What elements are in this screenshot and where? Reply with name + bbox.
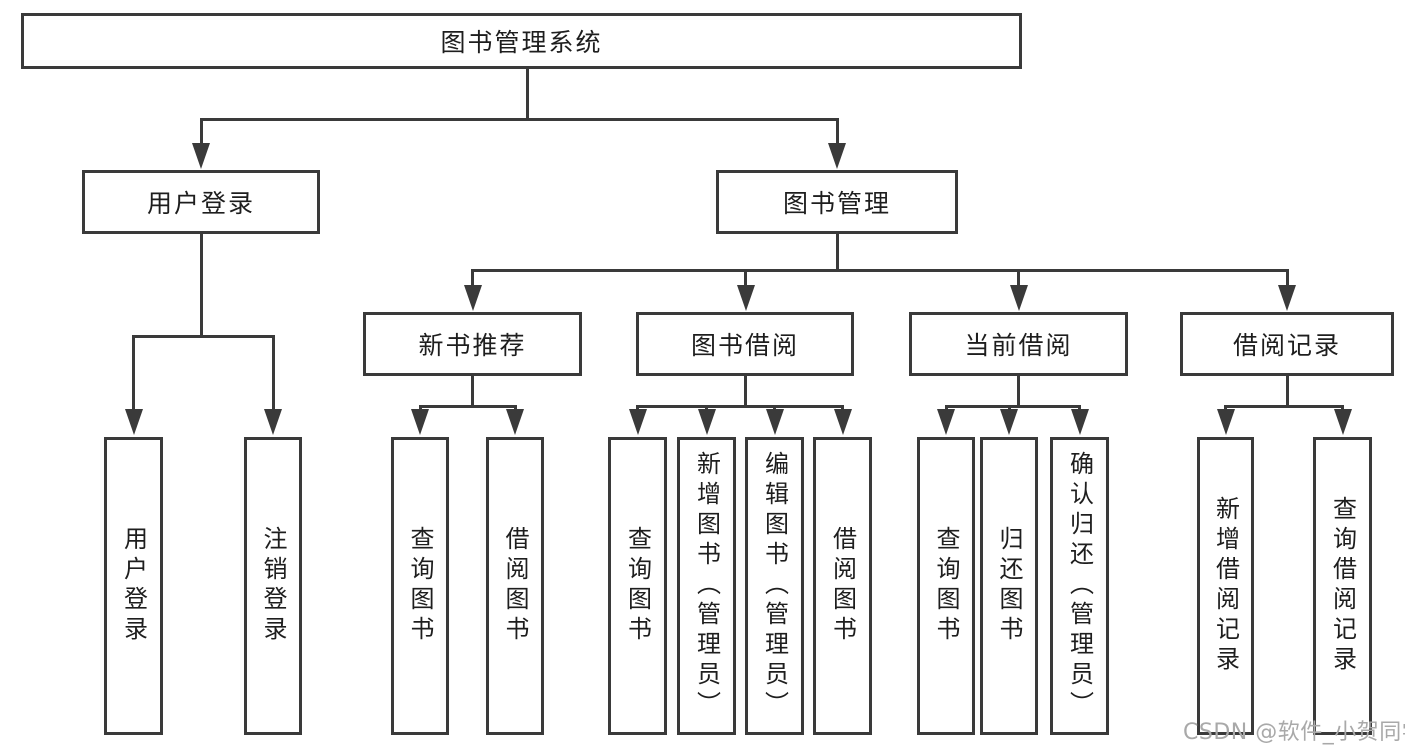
connector [835, 234, 839, 270]
leaf-return-books-label: 归还图书 [995, 526, 1023, 646]
leaf-logout-label: 注销登录 [259, 526, 287, 646]
node-borrow-records: 借阅记录 [1180, 312, 1394, 376]
leaf-query-books-current: 查询图书 [917, 437, 975, 735]
leaf-borrow-books-recommend: 借阅图书 [486, 437, 544, 735]
watermark: CSDN @软件_小贺同学 [1183, 720, 1405, 745]
connector [1017, 270, 1020, 286]
arrowhead-down-icon [697, 409, 716, 435]
leaf-confirm-return-admin: 确认归还（管理员） [1050, 437, 1109, 735]
connector [271, 336, 275, 411]
connector [1224, 404, 1344, 408]
connector [199, 119, 203, 145]
leaf-add-borrow-record: 新增借阅记录 [1197, 437, 1254, 735]
connector [418, 404, 517, 408]
arrowhead-down-icon [264, 409, 282, 435]
leaf-query-books-recommend: 查询图书 [391, 437, 449, 735]
node-user-login-label: 用户登录 [146, 189, 255, 218]
connector [1285, 270, 1289, 286]
connector [744, 376, 747, 406]
arrowhead-down-icon [1000, 409, 1018, 435]
arrowhead-down-icon [1278, 285, 1296, 311]
node-new-book-recommend-label: 新书推荐 [418, 331, 527, 360]
connector [835, 119, 839, 145]
connector [944, 404, 1081, 408]
leaf-add-borrow-record-label: 新增借阅记录 [1211, 496, 1240, 676]
node-book-borrow: 图书借阅 [636, 312, 854, 376]
arrowhead-down-icon [463, 285, 482, 311]
leaf-query-books-borrow-label: 查询图书 [623, 526, 652, 646]
arrowhead-down-icon [765, 409, 784, 435]
arrowhead-down-icon [1009, 285, 1028, 311]
arrowhead-down-icon [736, 285, 755, 311]
connector [1285, 376, 1289, 406]
node-current-borrow-label: 当前借阅 [964, 331, 1073, 360]
arrowhead-down-icon [192, 143, 210, 169]
leaf-edit-books-admin: 编辑图书（管理员） [745, 437, 804, 735]
leaf-user-login: 用户登录 [104, 437, 163, 735]
leaf-add-books-admin: 新增图书（管理员） [677, 437, 736, 735]
arrowhead-down-icon [411, 409, 429, 435]
node-book-management-label: 图书管理 [782, 189, 891, 218]
leaf-query-borrow-record: 查询借阅记录 [1313, 437, 1372, 735]
arrowhead-down-icon [506, 409, 524, 435]
leaf-user-login-label: 用户登录 [119, 526, 148, 646]
node-system-root-label: 图书管理系统 [440, 28, 603, 57]
leaf-edit-books-admin-label: 编辑图书（管理员） [760, 451, 789, 721]
node-new-book-recommend: 新书推荐 [363, 312, 582, 376]
connector [1017, 376, 1020, 406]
leaf-query-borrow-record-label: 查询借阅记录 [1328, 496, 1357, 676]
connector [525, 69, 529, 119]
node-user-login: 用户登录 [82, 170, 320, 234]
arrowhead-down-icon [828, 143, 846, 169]
arrowhead-down-icon [833, 409, 852, 435]
connector [471, 376, 474, 406]
connector [199, 234, 203, 336]
leaf-confirm-return-admin-label: 确认归还（管理员） [1065, 451, 1094, 721]
node-book-management: 图书管理 [716, 170, 958, 234]
leaf-query-books-current-label: 查询图书 [932, 526, 960, 646]
connector [744, 270, 747, 286]
arrowhead-down-icon [1070, 409, 1089, 435]
leaf-borrow-books-recommend-label: 借阅图书 [501, 526, 529, 646]
arrowhead-down-icon [628, 409, 647, 435]
leaf-borrow-books-borrow: 借阅图书 [813, 437, 872, 735]
connector [471, 268, 1289, 272]
node-borrow-records-label: 借阅记录 [1232, 331, 1341, 360]
node-current-borrow: 当前借阅 [909, 312, 1128, 376]
node-system-root: 图书管理系统 [21, 13, 1022, 69]
leaf-borrow-books-borrow-label: 借阅图书 [828, 526, 857, 646]
arrowhead-down-icon [1333, 409, 1352, 435]
leaf-query-books-recommend-label: 查询图书 [406, 526, 434, 646]
arrowhead-down-icon [937, 409, 955, 435]
arrowhead-down-icon [124, 409, 143, 435]
leaf-query-books-borrow: 查询图书 [608, 437, 667, 735]
connector [132, 336, 135, 411]
leaf-return-books: 归还图书 [980, 437, 1038, 735]
leaf-add-books-admin-label: 新增图书（管理员） [692, 451, 721, 721]
connector [132, 334, 275, 338]
node-book-borrow-label: 图书借阅 [690, 331, 799, 360]
connector [636, 404, 844, 408]
connector [199, 117, 839, 121]
leaf-logout: 注销登录 [244, 437, 302, 735]
arrowhead-down-icon [1216, 409, 1235, 435]
connector [471, 270, 474, 286]
